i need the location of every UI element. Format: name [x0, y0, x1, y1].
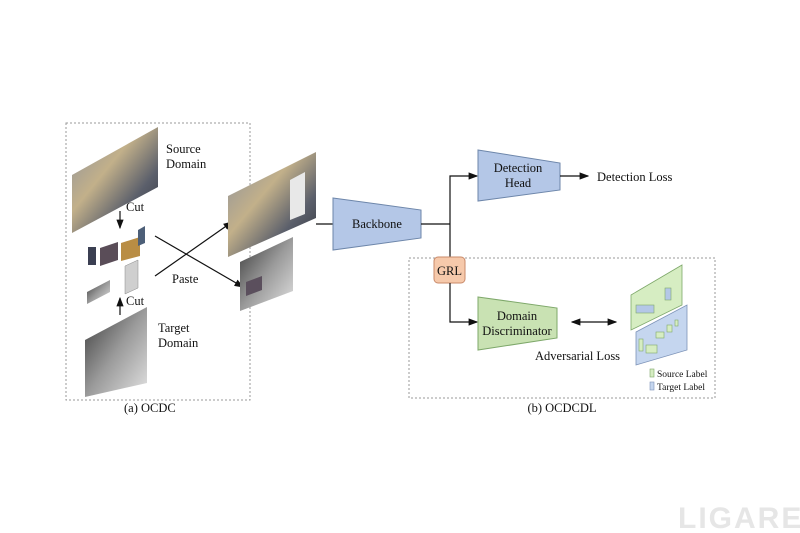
target-box: [674, 319, 679, 327]
legend-source-swatch: [649, 368, 655, 378]
domain-discriminator-block: [477, 296, 558, 351]
target-box: [655, 331, 665, 339]
pasted-source-object: [246, 276, 262, 296]
legend-target-label: Target Label: [657, 383, 705, 393]
discriminator-label-2: Discriminator: [482, 324, 552, 338]
source-domain-label: Source: [166, 142, 201, 156]
paste-arrow-to-target: [154, 235, 245, 288]
ocdcdl-caption: (b) OCDCDL: [527, 401, 596, 415]
detection-loss-label: Detection Loss: [597, 170, 672, 184]
branch-to-detection-head: [449, 172, 479, 262]
target-cut-patches: [87, 259, 139, 304]
adversarial-loss-label: Adversarial Loss: [535, 349, 620, 363]
ocdc-caption: (a) OCDC: [124, 401, 176, 415]
target-box: [645, 344, 658, 354]
detection-head-block: [477, 149, 561, 202]
discriminator-label: Domain: [497, 309, 538, 323]
detection-head-label-2: Head: [505, 176, 532, 190]
target-domain-image: [85, 307, 147, 397]
ocdc-dashed-box: [65, 122, 251, 401]
paste-arrow-to-source: [154, 221, 233, 277]
legend-target-swatch: [649, 381, 655, 391]
grl-to-discriminator: [449, 283, 479, 326]
source-domain-image: [72, 127, 158, 233]
backbone-block: [332, 197, 422, 251]
source-domain-label-2: Domain: [166, 157, 207, 171]
pasted-target-object: [290, 172, 305, 220]
target-domain-label-2: Domain: [158, 336, 199, 350]
target-box: [666, 324, 673, 333]
grl-label: GRL: [437, 264, 462, 278]
source-box: [635, 304, 655, 314]
detection-head-label: Detection: [494, 161, 543, 175]
ocdcdl-dashed-box: [408, 257, 716, 399]
target-domain-label: Target: [158, 321, 190, 335]
cut-label-top: Cut: [126, 200, 145, 214]
watermark-logo: LIGARE: [678, 502, 800, 533]
cut-label-bottom: Cut: [126, 294, 145, 308]
source-cut-patches: [88, 226, 145, 266]
target-box: [638, 338, 644, 352]
source-label-plane: [630, 264, 683, 331]
paste-label: Paste: [172, 272, 199, 286]
legend-source-label: Source Label: [657, 370, 708, 380]
source-box: [664, 287, 672, 301]
backbone-label: Backbone: [352, 217, 402, 231]
